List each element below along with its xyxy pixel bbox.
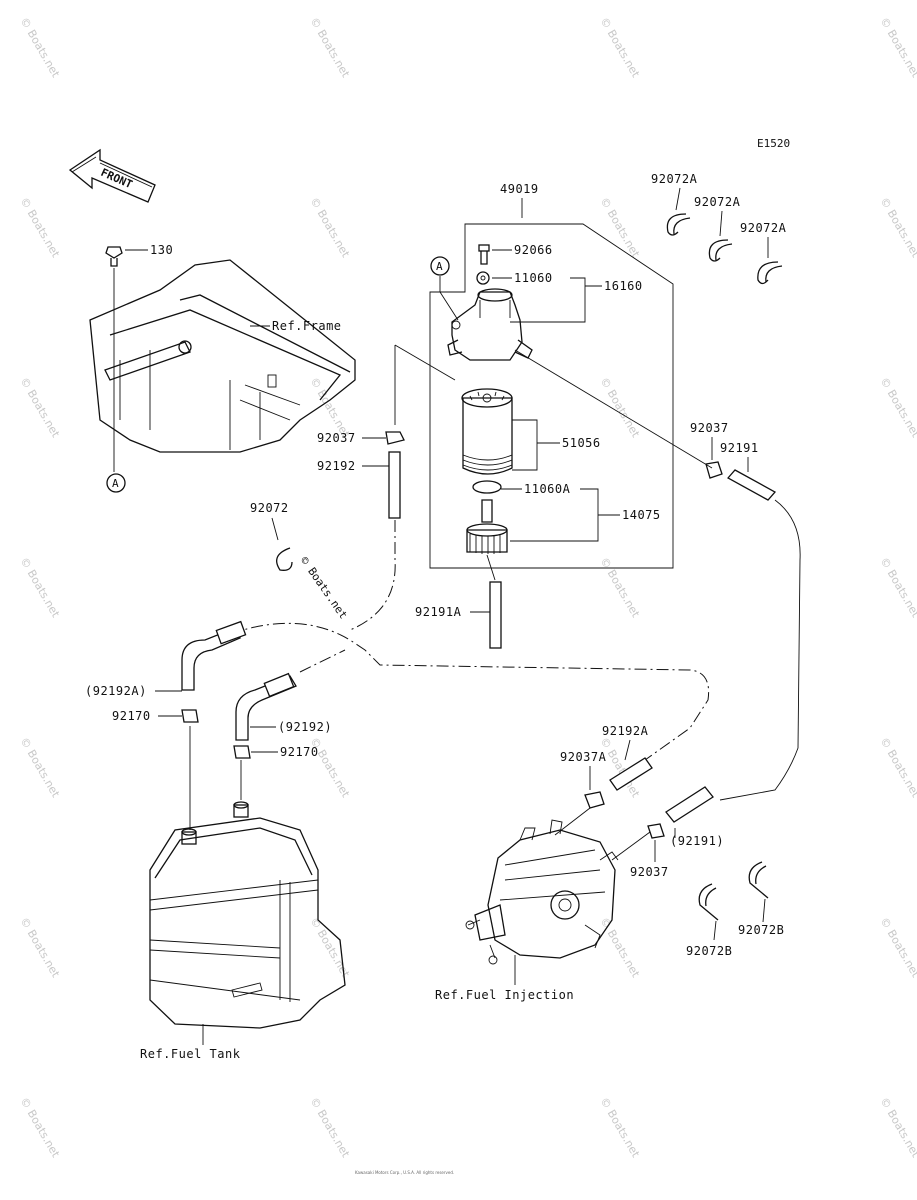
hose-92191-lower-icon	[665, 786, 714, 823]
clamp-92037a-icon	[584, 791, 605, 809]
watermark: © Boats.net	[597, 375, 642, 440]
bolt-92066-icon	[478, 244, 490, 265]
watermark: © Boats.net	[597, 915, 642, 980]
part-label-92072B-left: 92072B	[686, 944, 732, 958]
watermark: © Boats.net	[307, 1095, 352, 1160]
clamp-92037-icon	[705, 461, 723, 479]
part-label-16160: 16160	[604, 279, 643, 293]
watermark: © Boats.net	[17, 15, 62, 80]
o-ring-11060a-icon	[472, 480, 502, 494]
clamp-92072a-icon	[666, 213, 691, 236]
part-label-92072: 92072	[250, 501, 289, 515]
hose-92192-icon	[388, 451, 401, 519]
watermark-inline: © Boats.net	[298, 554, 350, 621]
part-label-92072A-1: 92072A	[651, 172, 698, 186]
watermark: © Boats.net	[877, 735, 917, 800]
watermark: © Boats.net	[877, 555, 917, 620]
watermark: © Boats.net	[17, 735, 62, 800]
watermark: © Boats.net	[877, 915, 917, 980]
diagram-code: E1520	[757, 137, 790, 150]
clamp-92072b-icon	[748, 861, 769, 899]
fuel-tank-illustration	[149, 801, 346, 1029]
copyright-text: Kawasaki Motors Corp., U.S.A. All rights…	[355, 1170, 454, 1175]
part-label-92170-left: 92170	[112, 709, 151, 723]
ref-fuel-tank-label: Ref.Fuel Tank	[140, 1047, 241, 1061]
connector-a-marker: A	[106, 473, 126, 493]
clamp-92037-icon	[385, 431, 405, 445]
watermark: © Boats.net	[307, 915, 352, 980]
filter-head-illustration	[447, 288, 533, 361]
connector-a-label: A	[436, 260, 443, 273]
watermark: © Boats.net	[307, 15, 352, 80]
hose-92192a-icon	[609, 757, 653, 791]
part-label-92191-right: 92191	[720, 441, 759, 455]
watermark: © Boats.net	[877, 15, 917, 80]
part-label-92072A-3: 92072A	[740, 221, 787, 235]
part-label-51056: 51056	[562, 436, 601, 450]
part-label-11060A: 11060A	[524, 482, 571, 496]
fuel-filter-51056-illustration	[461, 388, 513, 475]
part-label-92037A: 92037A	[560, 750, 607, 764]
part-label-92037-lower: 92037	[630, 865, 669, 879]
watermark: © Boats.net	[597, 15, 642, 80]
part-label-130: 130	[150, 243, 173, 257]
hose-92191-icon	[726, 469, 777, 501]
clamp-92072-icon	[276, 547, 293, 571]
front-label: FRONT	[99, 166, 135, 191]
part-label-92192A: 92192A	[602, 724, 649, 738]
ref-frame-label: Ref.Frame	[272, 319, 342, 333]
part-label-92191-paren: (92191)	[670, 834, 724, 848]
washer-11060-icon	[476, 271, 490, 285]
part-label-92192-paren: (92192)	[278, 720, 332, 734]
watermark: © Boats.net	[877, 195, 917, 260]
part-label-92037-left: 92037	[317, 431, 356, 445]
front-arrow-icon: FRONT	[68, 148, 156, 203]
part-label-14075: 14075	[622, 508, 661, 522]
part-label-92066: 92066	[514, 243, 553, 257]
watermark: © Boats.net	[597, 195, 642, 260]
part-label-11060: 11060	[514, 271, 553, 285]
hose-92192-bent-icon	[235, 672, 297, 741]
clamp-92170-icon	[181, 709, 199, 723]
part-label-49019: 49019	[500, 182, 539, 196]
watermark: © Boats.net	[877, 375, 917, 440]
frame-illustration	[89, 259, 356, 453]
clamp-92072b-icon	[698, 883, 719, 921]
part-label-92170-right: 92170	[280, 745, 319, 759]
watermark: © Boats.net	[17, 195, 62, 260]
part-label-92192A-paren: (92192A)	[85, 684, 147, 698]
connector-a-marker: A	[430, 256, 450, 276]
watermark: © Boats.net	[17, 1095, 62, 1160]
bolt-130-icon	[105, 246, 123, 267]
watermark: © Boats.net	[17, 555, 62, 620]
part-label-92191A: 92191A	[415, 605, 462, 619]
watermark: © Boats.net	[877, 1095, 917, 1160]
watermark: © Boats.net	[597, 555, 642, 620]
part-label-92072A-2: 92072A	[694, 195, 741, 209]
ref-fuel-injection-label: Ref.Fuel Injection	[435, 988, 574, 1002]
part-label-92072B-right: 92072B	[738, 923, 784, 937]
clamp-92072a-icon	[708, 239, 733, 262]
hose-92191a-icon	[489, 581, 502, 649]
watermark: © Boats.net	[307, 195, 352, 260]
injection-pump-illustration	[465, 819, 619, 965]
watermark: © Boats.net	[17, 375, 62, 440]
watermark: © Boats.net	[597, 1095, 642, 1160]
clamp-92037-icon	[647, 823, 665, 839]
hose-92192a-bent-icon	[181, 620, 247, 691]
clamp-92072a-icon	[757, 261, 783, 285]
part-label-92192-left: 92192	[317, 459, 356, 473]
part-label-92037-right: 92037	[690, 421, 729, 435]
connector-a-label: A	[112, 477, 119, 490]
sediment-bowl-14075-illustration	[466, 499, 508, 554]
watermark: © Boats.net	[17, 915, 62, 980]
clamp-92170-icon	[233, 745, 251, 759]
